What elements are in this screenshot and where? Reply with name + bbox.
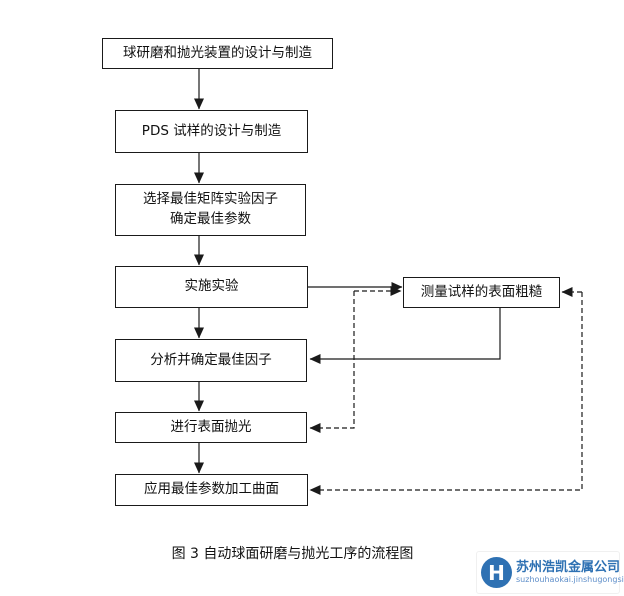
flow-node-run-experiment: 实施实验 [115, 266, 308, 308]
dashed-arrow-into-apply [309, 292, 583, 495]
flow-node-run-experiment-label: 实施实验 [184, 278, 239, 295]
flow-node-design-device: 球研磨和抛光装置的设计与制造 [102, 38, 333, 69]
figure-caption: 图 3 自动球面研磨与抛光工序的流程图 [171, 546, 414, 562]
flow-node-measure-roughness-label: 测量试样的表面粗糙 [420, 283, 543, 300]
flow-node-apply-parameters-label: 应用最佳参数加工曲面 [144, 481, 279, 498]
dashed-arrow-into-polish [309, 291, 355, 433]
watermark-text-block: 苏州浩凯金属公司 suzhouhaokai.jinshugongsi [516, 560, 624, 586]
watermark-company-name: 苏州浩凯金属公司 [516, 559, 621, 575]
watermark-logo-icon: H [481, 557, 512, 588]
flow-node-select-factors-line1: 选择最佳矩阵实验因子 [143, 191, 278, 208]
flow-node-design-device-label: 球研磨和抛光装置的设计与制造 [123, 44, 312, 61]
flow-node-select-factors-line2: 确定最佳参数 [170, 211, 251, 227]
flow-node-pds-specimen: PDS 试样的设计与制造 [115, 110, 308, 153]
watermark: H 苏州浩凯金属公司 suzhouhaokai.jinshugongsi [476, 551, 624, 594]
flow-node-pds-specimen-label: PDS 试样的设计与制造 [141, 122, 282, 139]
flow-node-select-factors: 选择最佳矩阵实验因子 确定最佳参数 [115, 184, 306, 236]
flow-node-surface-polish: 进行表面抛光 [115, 412, 307, 443]
watermark-url-text: suzhouhaokai.jinshugongsi [516, 575, 624, 585]
flow-node-surface-polish-label: 进行表面抛光 [170, 418, 252, 435]
flow-node-analyze-factors-label: 分析并确定最佳因子 [150, 351, 272, 368]
flow-node-measure-roughness: 测量试样的表面粗糙 [403, 277, 560, 308]
arrow-measure-to-analyze [309, 308, 501, 364]
flow-node-apply-parameters: 应用最佳参数加工曲面 [115, 474, 308, 506]
flow-node-analyze-factors: 分析并确定最佳因子 [115, 339, 307, 382]
